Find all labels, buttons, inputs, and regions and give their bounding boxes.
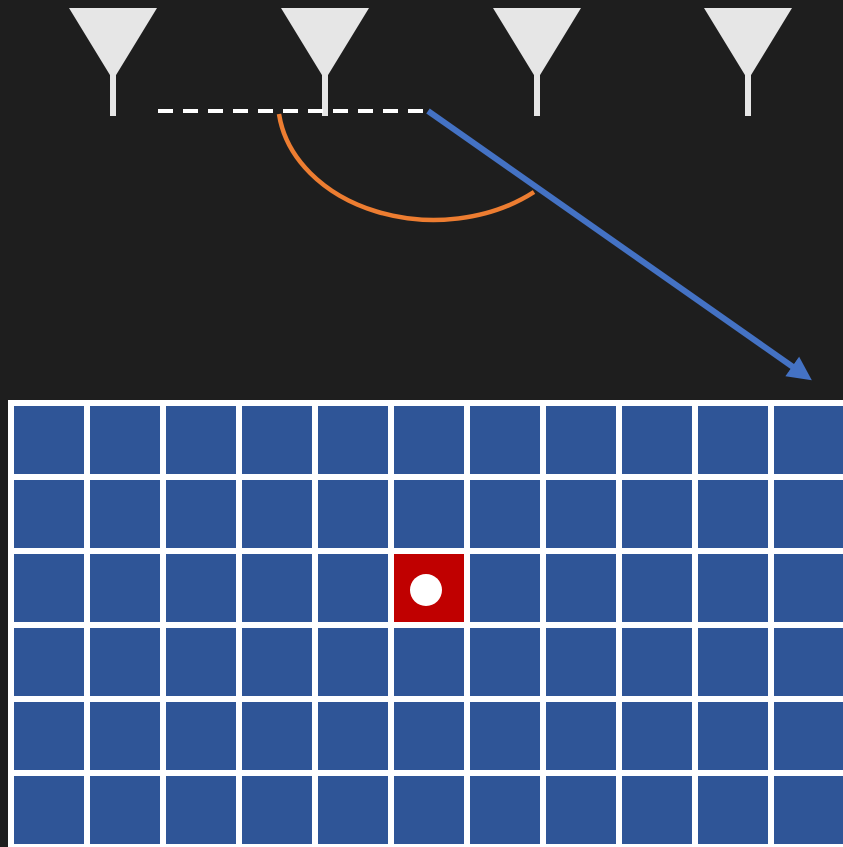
grid-cell xyxy=(90,702,160,770)
grid-cell xyxy=(394,628,464,696)
grid-cell xyxy=(14,480,84,548)
grid-cell xyxy=(470,776,540,844)
grid-cell xyxy=(622,776,692,844)
grid-cell xyxy=(90,628,160,696)
grid-cell xyxy=(242,776,312,844)
grid-cell xyxy=(318,554,388,622)
grid-cell xyxy=(318,776,388,844)
grid-cell xyxy=(242,480,312,548)
grid-cell xyxy=(698,628,768,696)
antenna-icon xyxy=(69,8,157,116)
grid-cell xyxy=(90,554,160,622)
grid-cell xyxy=(698,480,768,548)
grid-cell xyxy=(546,406,616,474)
grid-cell xyxy=(394,776,464,844)
grid-cell xyxy=(242,628,312,696)
antenna-icon xyxy=(493,8,581,116)
grid-cell xyxy=(546,480,616,548)
grid-cell xyxy=(14,776,84,844)
grid-cell xyxy=(546,628,616,696)
grid-cell xyxy=(470,628,540,696)
grid-cell xyxy=(318,406,388,474)
grid-cell xyxy=(90,776,160,844)
grid-cell xyxy=(242,702,312,770)
grid-cell xyxy=(394,702,464,770)
grid-cell xyxy=(166,406,236,474)
grid-cell xyxy=(698,776,768,844)
grid-cell xyxy=(698,702,768,770)
grid-cell xyxy=(622,702,692,770)
grid-cell xyxy=(166,554,236,622)
grid-cell xyxy=(14,554,84,622)
grid-cell xyxy=(318,480,388,548)
grid-cell xyxy=(698,406,768,474)
grid-cell xyxy=(394,480,464,548)
grid-cell xyxy=(774,554,843,622)
grid-cell xyxy=(470,406,540,474)
direction-arrow xyxy=(426,108,812,381)
antenna-array xyxy=(69,8,792,116)
antenna-icon xyxy=(704,8,792,116)
grid-cell xyxy=(242,406,312,474)
grid-cell xyxy=(622,554,692,622)
pixel-grid xyxy=(8,400,843,847)
grid-cell xyxy=(14,406,84,474)
grid-cell xyxy=(166,628,236,696)
target-marker xyxy=(410,574,442,606)
grid-cell xyxy=(166,776,236,844)
grid-cell xyxy=(774,406,843,474)
grid-cell xyxy=(14,702,84,770)
angle-arc xyxy=(276,113,536,223)
grid-cell xyxy=(90,480,160,548)
grid-cell xyxy=(546,702,616,770)
grid-cell xyxy=(774,776,843,844)
grid-cell xyxy=(546,776,616,844)
grid-cell xyxy=(166,480,236,548)
grid-cell xyxy=(14,628,84,696)
grid-cell xyxy=(242,554,312,622)
grid-cell xyxy=(318,628,388,696)
antenna-icon xyxy=(281,8,369,116)
grid-cell xyxy=(774,480,843,548)
grid-cell xyxy=(166,702,236,770)
grid-cell xyxy=(394,406,464,474)
grid-background xyxy=(8,400,843,847)
grid-cell xyxy=(622,406,692,474)
grid-cell xyxy=(470,480,540,548)
grid-cell xyxy=(622,480,692,548)
grid-cell xyxy=(470,554,540,622)
grid-cell xyxy=(774,628,843,696)
grid-cell xyxy=(470,702,540,770)
grid-cell xyxy=(90,406,160,474)
grid-cell xyxy=(698,554,768,622)
grid-cell xyxy=(622,628,692,696)
grid-cell xyxy=(546,554,616,622)
grid-cell xyxy=(774,702,843,770)
grid-cell xyxy=(318,702,388,770)
